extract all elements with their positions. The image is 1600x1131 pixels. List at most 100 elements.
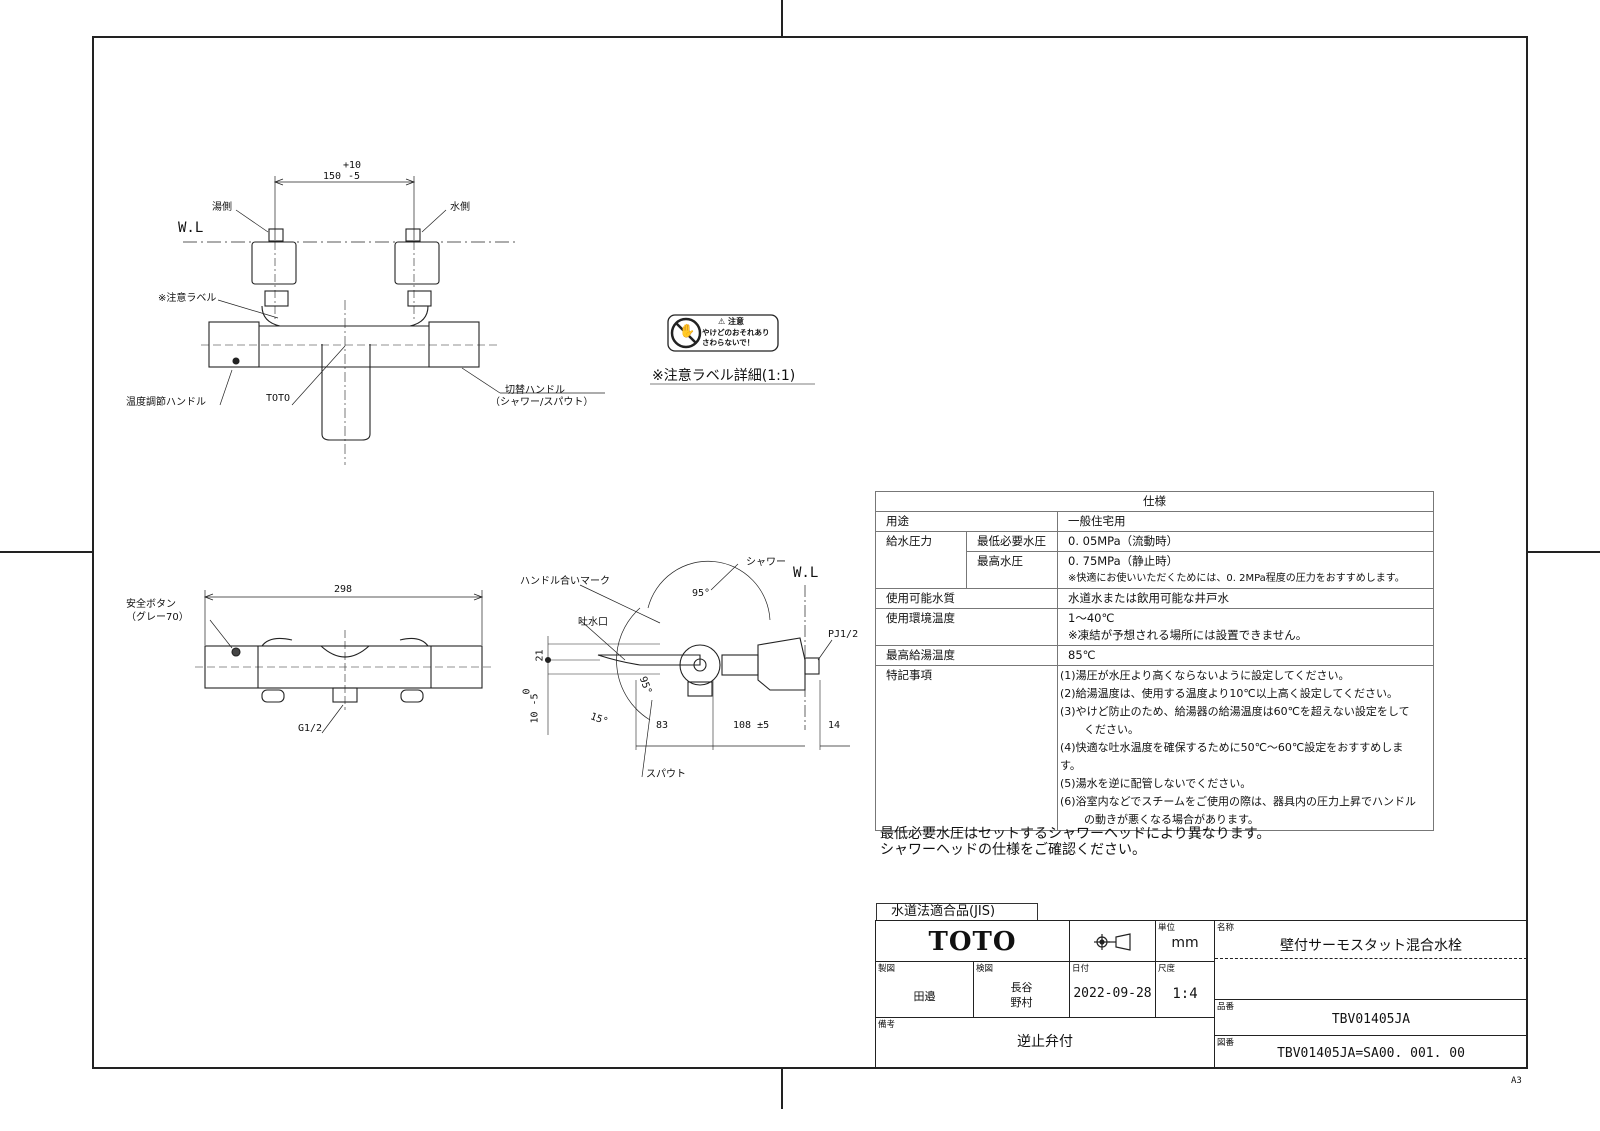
third-angle-projection-icon — [1094, 933, 1131, 951]
remark-item: ください。 — [1084, 723, 1139, 736]
dim-21: 21 — [534, 649, 546, 662]
notice-line-2: シャワーヘッドの仕様をご確認ください。 — [880, 842, 1146, 858]
sheet-size-label: A3 — [1511, 1076, 1522, 1086]
drawing-caption: 図番 — [1217, 1038, 1235, 1048]
title-block-checked: 検図 長谷 野村 — [973, 961, 1070, 1018]
part-caption: 品番 — [1217, 1002, 1235, 1012]
temp-handle-label: 温度調節ハンドル — [126, 397, 206, 408]
caution-title: ⚠ 注意 — [718, 316, 744, 327]
connector-label: PJ1/2 — [828, 629, 859, 640]
env-temp-note: ※凍結が予想される場所には設置できません。 — [1068, 628, 1308, 642]
checked-caption: 検図 — [976, 964, 994, 974]
spout-outlet-label: 吐水口 — [578, 617, 608, 628]
spec-label-usage: 用途 — [875, 511, 1058, 532]
shower-label: シャワー — [746, 557, 786, 568]
toto-mark-label: TOTO — [266, 393, 291, 404]
safety-button-sub-label: （グレー70） — [126, 612, 189, 623]
dim-10: 10 -5 — [529, 693, 541, 724]
dim-83: 83 — [656, 720, 669, 731]
center-mark-right — [1528, 551, 1600, 553]
date-caption: 日付 — [1072, 964, 1090, 974]
title-block-part: 品番 TBV01405JA — [1214, 999, 1528, 1036]
date-value: 2022-09-28 — [1073, 986, 1152, 1001]
title-block-remarks: 備考 逆止弁付 — [875, 1017, 1215, 1069]
spec-value-usage: 一般住宅用 — [1057, 511, 1434, 532]
drawing-frame — [92, 36, 1528, 1069]
spec-table: 仕様 用途 一般住宅用 給水圧力 最低必要水圧 0. 05MPa（流動時） 最高… — [875, 491, 1434, 831]
center-mark-top — [781, 0, 783, 36]
title-block-drawn: 製図 田邉 — [875, 961, 974, 1018]
drawn-caption: 製図 — [878, 964, 896, 974]
angle-top-label: 95° — [692, 588, 711, 599]
drawing-number: TBV01405JA=SA00. 001. 00 — [1277, 1046, 1465, 1061]
center-mark-left — [0, 551, 92, 553]
unit-value: mm — [1171, 935, 1199, 951]
title-block-date: 日付 2022-09-28 — [1069, 961, 1156, 1018]
spec-value-remarks: (1)湯圧が水圧より高くならないように設定してください。 (2)給湯温度は、使用… — [1057, 665, 1434, 831]
spec-label-remarks: 特記事項 — [875, 665, 1058, 831]
title-block-drawing-no: 図番 TBV01405JA=SA00. 001. 00 — [1214, 1035, 1528, 1069]
switch-handle-sub-label: （シャワー/スパウト） — [490, 397, 594, 408]
unit-caption: 単位 — [1158, 923, 1176, 933]
dim-14: 14 — [828, 720, 841, 731]
remark-item: (1)湯圧が水圧より高くならないように設定してください。 — [1060, 669, 1350, 682]
spout-label: スパウト — [646, 769, 686, 780]
dim-tolerance-minus: -5 — [348, 171, 361, 182]
remark-item: (5)湯水を逆に配管しないでください。 — [1060, 777, 1252, 790]
jis-label: 水道法適合品(JIS) — [876, 903, 1038, 921]
remarks-value: 逆止弁付 — [1017, 1034, 1073, 1050]
checked-by-1: 長谷 — [1010, 981, 1033, 994]
title-block-unit: 単位 mm — [1155, 920, 1215, 962]
cold-side-label: 水側 — [450, 202, 470, 213]
remark-item: (2)給湯温度は、使用する温度より10℃以上高く設定してください。 — [1060, 687, 1399, 700]
front-view-drawing — [183, 176, 605, 465]
title-block-brand: TOTO — [875, 920, 1070, 962]
spec-label-env-temp: 使用環境温度 — [875, 608, 1058, 646]
thread-g12-label: G1/2 — [298, 723, 323, 734]
product-name: 壁付サーモスタット混合水栓 — [1280, 938, 1462, 954]
spec-label-max-hot-temp: 最高給湯温度 — [875, 645, 1058, 666]
spec-value-water-quality: 水道水または飲用可能な井戸水 — [1057, 588, 1434, 609]
drawn-by: 田邉 — [913, 990, 936, 1003]
no-touch-hand-icon: ✋ — [679, 324, 696, 339]
safety-button-label: 安全ボタン — [126, 599, 176, 610]
env-temp-value: 1～40℃ — [1068, 611, 1115, 625]
center-mark-bottom — [781, 1069, 783, 1109]
caution-label-caption: ※注意ラベル詳細(1:1) — [652, 368, 796, 384]
pressure-notice: 最低必要水圧はセットするシャワーヘッドにより異なります。 シャワーヘッドの仕様を… — [880, 826, 1270, 858]
spec-value-min-pressure: 0. 05MPa（流動時） — [1057, 531, 1434, 552]
part-number: TBV01405JA — [1331, 1012, 1411, 1027]
caution-line-1: やけどのおそれあり — [702, 328, 770, 337]
dim-108: 108 ±5 — [733, 720, 770, 731]
name-divider — [1215, 958, 1527, 959]
remark-item: (6)浴室内などでスチームをご使用の際は、器具内の圧力上昇でハンドル — [1060, 795, 1417, 808]
remark-item: (4)快適な吐水温度を確保するために50℃～60℃設定をおすすめします。 — [1060, 741, 1404, 772]
spec-value-max-hot-temp: 85℃ — [1057, 645, 1434, 666]
top-view-drawing — [195, 590, 495, 734]
spec-sub-max-pressure: 最高水圧 — [966, 551, 1058, 589]
spec-label-water-quality: 使用可能水質 — [875, 588, 1058, 609]
spec-value-max-pressure: 0. 75MPa（静止時） ※快適にお使いいただくためには、0. 2MPa程度の… — [1057, 551, 1434, 589]
remark-item: (3)やけど防止のため、給湯器の給湯温度は60℃を超えない設定をして — [1060, 705, 1410, 718]
water-line-side-label: W.L — [793, 565, 819, 581]
scale-value: 1:4 — [1172, 986, 1198, 1002]
side-view-drawing — [544, 560, 850, 778]
remark-item: の動きが悪くなる場合があります。 — [1084, 813, 1259, 826]
toto-logo: TOTO — [928, 927, 1017, 957]
checked-by-2: 野村 — [1010, 996, 1033, 1009]
switch-handle-label: 切替ハンドル — [505, 385, 565, 396]
spec-sub-min-pressure: 最低必要水圧 — [966, 531, 1058, 552]
spec-value-env-temp: 1～40℃ ※凍結が予想される場所には設置できません。 — [1057, 608, 1434, 646]
water-line-label: W.L — [178, 220, 204, 236]
remarks-caption: 備考 — [878, 1020, 896, 1030]
warning-triangle-icon: ⚠ — [718, 317, 726, 326]
title-block-name: 名称 壁付サーモスタット混合水栓 — [1214, 920, 1528, 1000]
title-block-projection — [1069, 920, 1156, 962]
hot-side-label: 湯側 — [212, 202, 232, 213]
dim-298: 298 — [334, 584, 353, 595]
dim-150: 150 — [323, 171, 342, 182]
caution-title-text: 注意 — [727, 317, 744, 326]
notice-line-1: 最低必要水圧はセットするシャワーヘッドにより異なります。 — [880, 826, 1271, 842]
caution-line-2: さわらないで！ — [702, 338, 755, 347]
